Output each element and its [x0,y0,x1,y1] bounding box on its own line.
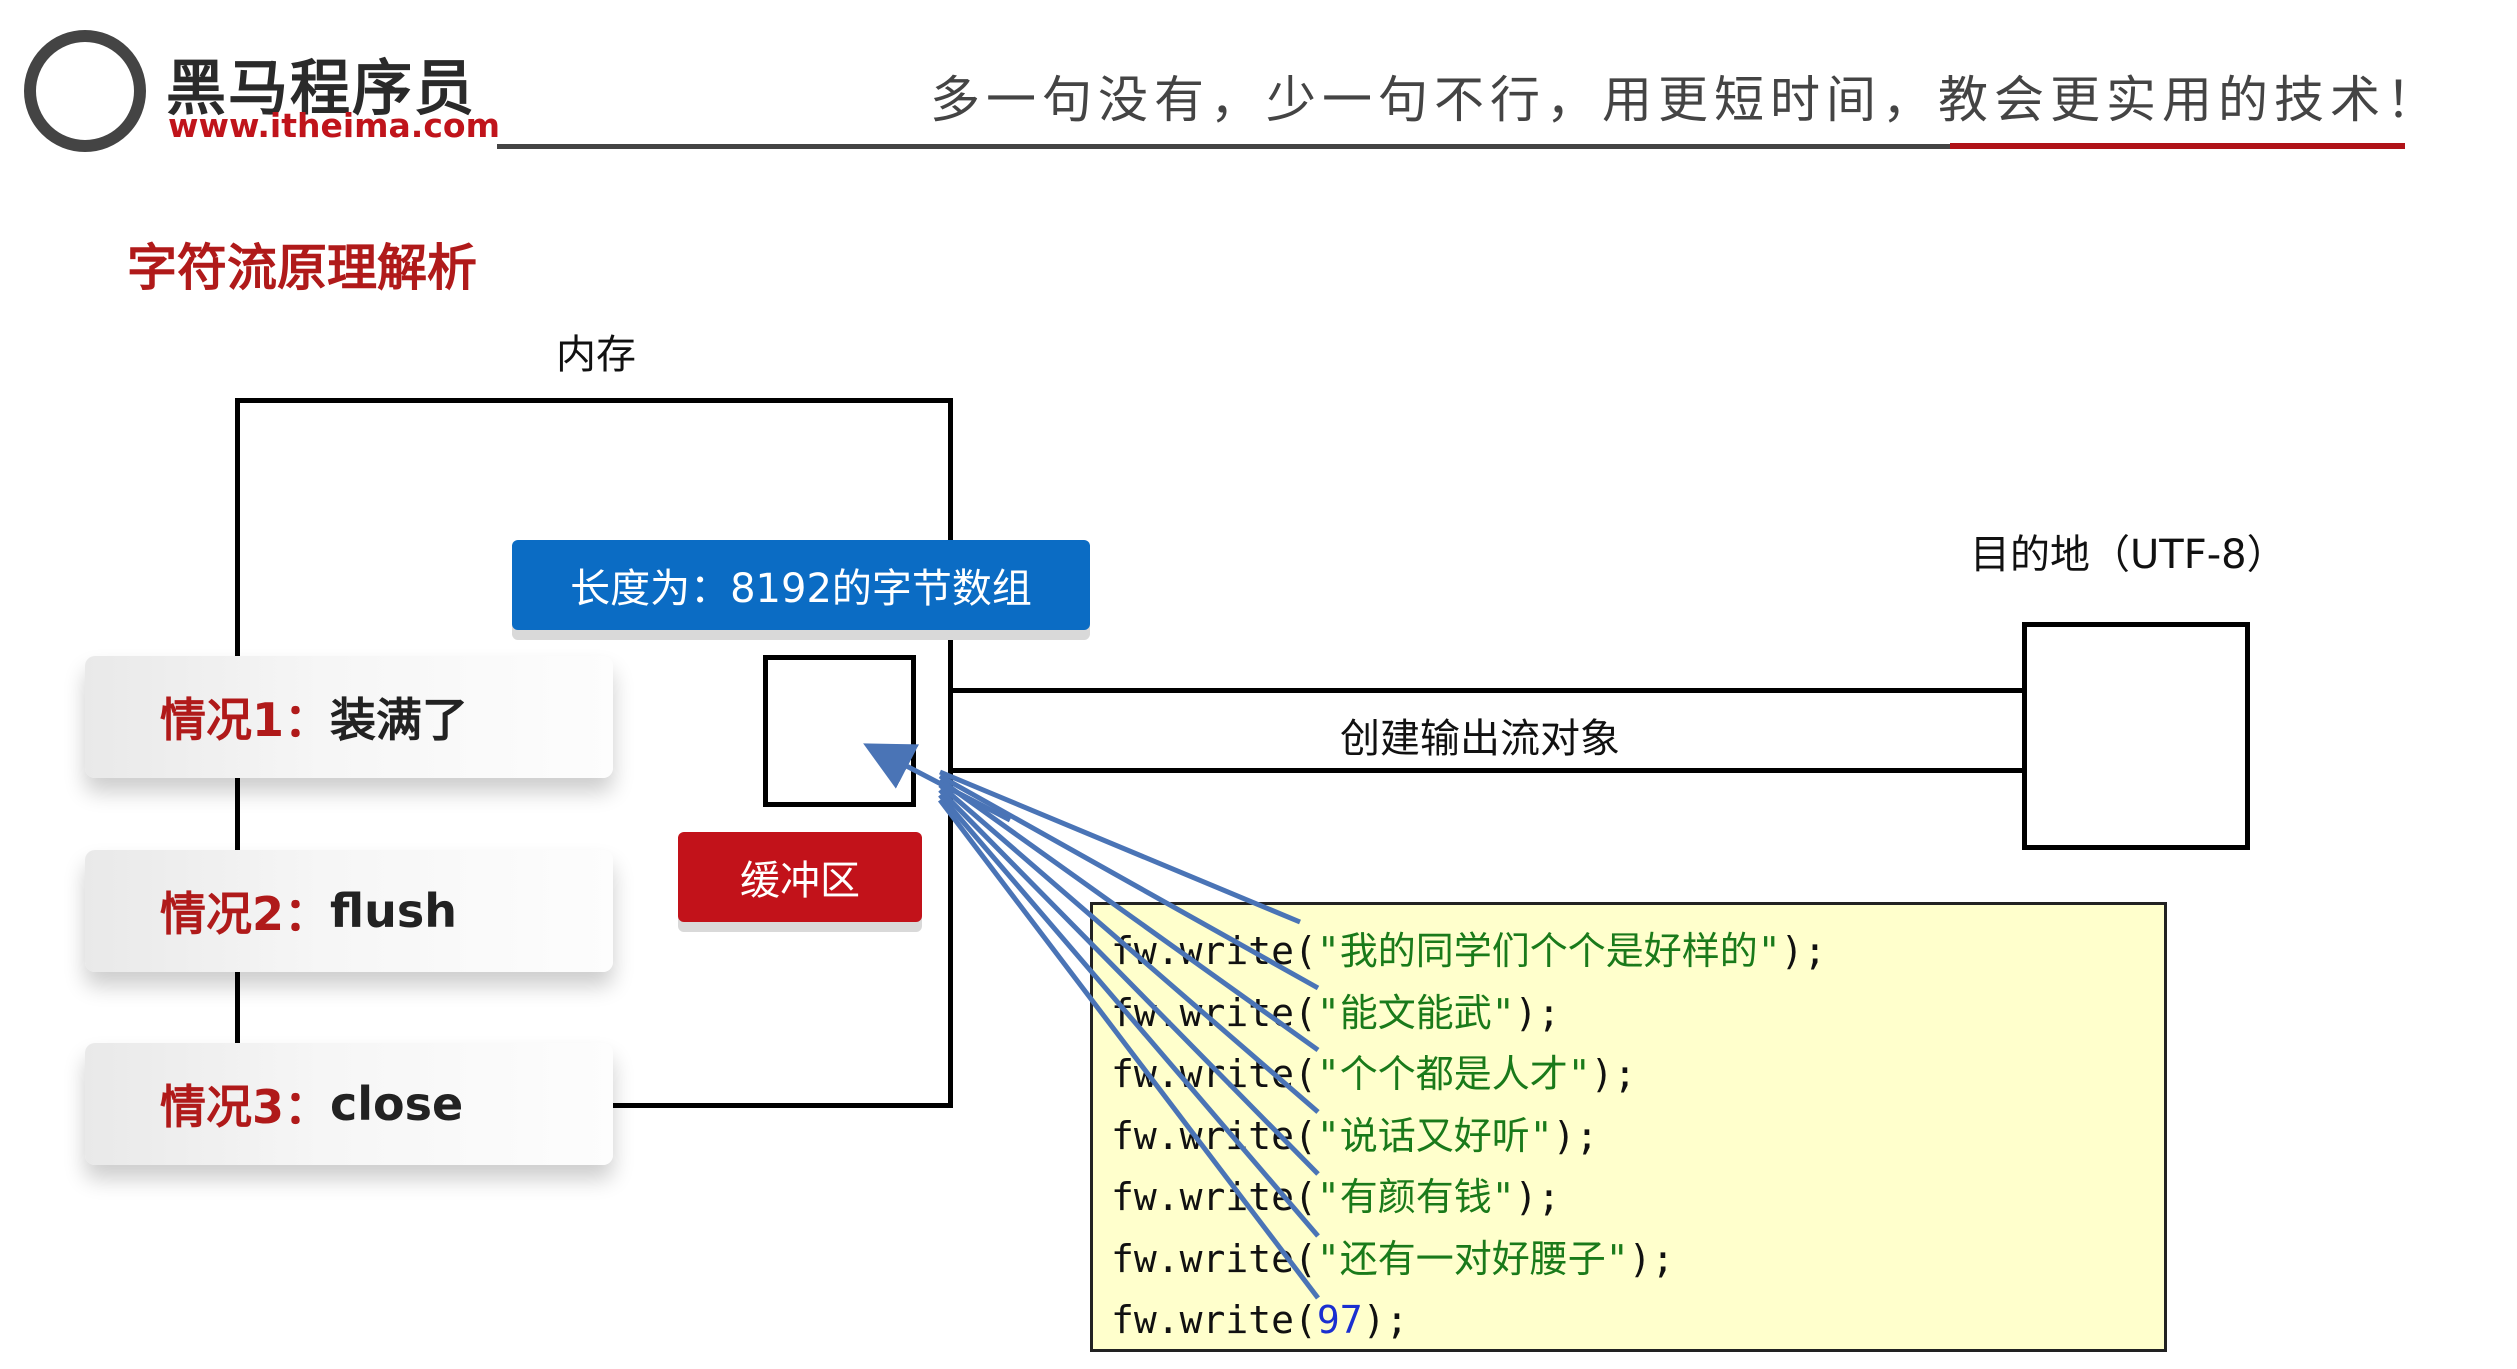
section-title: 字符流原理解析 [127,239,477,297]
logo-name: 黑马程序员 [166,54,476,124]
destination-box [2022,622,2250,850]
destination-label: 目的地（UTF-8） [1970,532,2287,578]
stream-pipe-bottom [948,768,2026,773]
slogan: 多一句没有，少一句不行，用更短时间，教会更实用的技术！ [930,71,2442,129]
code-line: fw.write("能文能武"); [1111,990,1561,1035]
case-tag: 情况2： [160,887,331,941]
case-card-3: 情况3：close [85,1043,613,1165]
arrow-line-7 [938,798,1320,1300]
arrow-line-4 [938,783,1320,1114]
arrow-line-6 [938,793,1320,1238]
case-text: flush [330,884,457,938]
code-line: fw.write("有颜有钱"); [1111,1175,1561,1219]
code-line: fw.write("个个都是人才"); [1111,1052,1637,1096]
case-card-1: 情况1：装满了 [85,656,613,778]
case-card-2: 情况2：flush [85,850,613,972]
header-divider-accent [1950,143,2405,149]
buffer-size-label: 长度为：8192的字节数组 [512,540,1090,630]
arrow-line-3 [938,777,1320,1053]
arrow-line-5 [938,788,1320,1176]
stream-pipe-top [948,688,2026,693]
logo-url: www.itheima.com [168,106,500,145]
buffer-label: 缓冲区 [678,832,922,922]
arrow-line-1 [939,769,1301,925]
case-tag: 情况3： [160,1080,331,1134]
case-tag: 情况1： [160,693,331,747]
stream-label: 创建输出流对象 [1340,716,1620,762]
case-text: close [330,1077,464,1131]
case-text: 装满了 [330,693,469,747]
code-line: fw.write(97); [1111,1298,1409,1342]
arrow-line-2 [938,773,1320,991]
arrow-main [863,743,1012,823]
header-divider [497,144,1950,149]
code-line: fw.write("还有一对好腰子"); [1111,1236,1675,1281]
memory-label: 内存 [556,332,636,378]
